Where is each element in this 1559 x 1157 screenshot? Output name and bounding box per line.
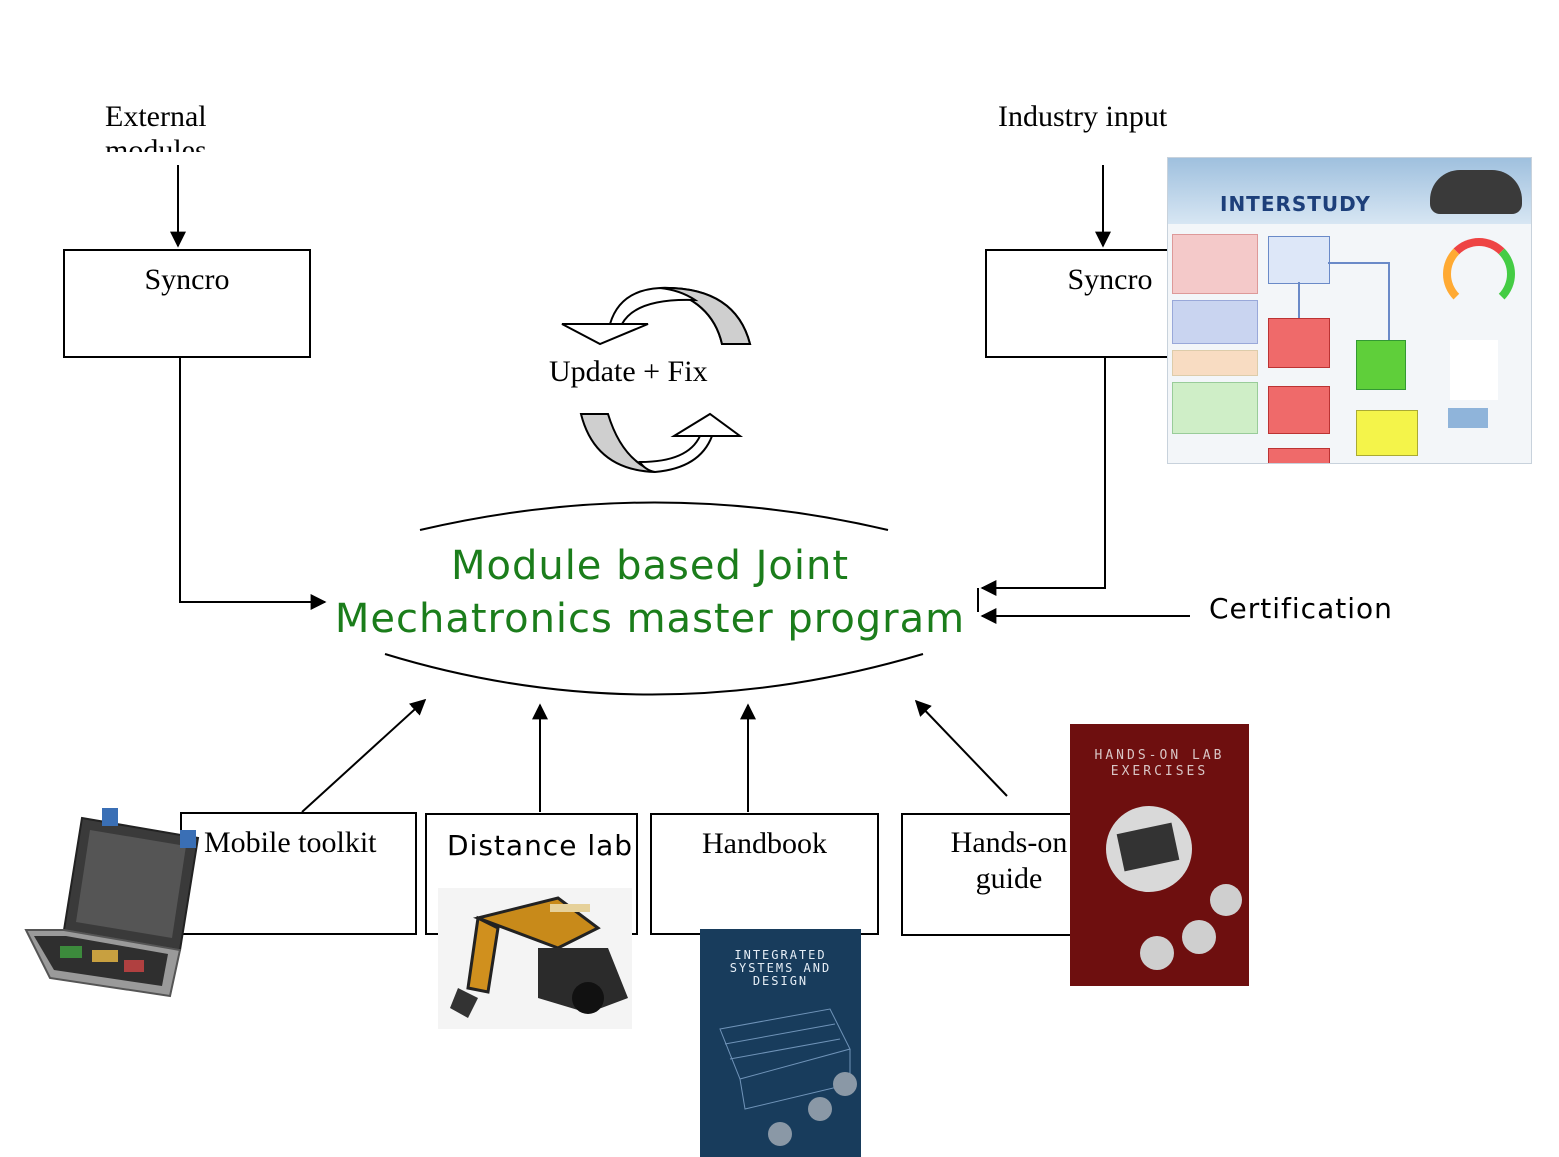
main-title-line-1: Module based Joint [450,543,850,589]
main-title-line-2: Mechatronics master program [334,596,966,642]
screenshot-banner: INTERSTUDY [1168,158,1531,224]
external-modules-label: External modules [105,100,225,152]
syncro-box-left: Syncro [63,249,311,358]
arrow-guide-to-program [914,699,1008,797]
arrow-syncro-left-to-program [179,357,327,610]
update-fix-label: Update + Fix [549,355,708,388]
screenshot-banner-title: INTERSTUDY [1220,192,1371,216]
program-ellipse-bottom-arc [384,653,924,696]
handbook-label: Handbook [702,827,827,860]
interstudy-screenshot-image: INTERSTUDY [1167,157,1532,464]
mobile-toolkit-box: Mobile toolkit [180,812,417,935]
external-modules-text: External modules [105,100,207,152]
curved-arrow-bottom-icon [579,412,744,474]
distance-lab-robot-image [438,888,632,1029]
industry-input-label: Industry input [998,100,1168,133]
mobile-toolkit-label: Mobile toolkit [204,826,377,859]
mobile-toolkit-image [20,800,208,998]
toolkit-case-icon [24,808,200,998]
main-program-title: Module based Joint Mechatronics master p… [330,540,970,646]
robot-arm-icon [450,896,628,1018]
syncro-left-label: Syncro [144,263,230,296]
curved-arrow-top-icon [561,286,752,346]
handbook-wireframe-icon [719,1008,857,1146]
syncro-right-label: Syncro [1067,263,1153,296]
program-ellipse-top-arc [419,501,889,531]
certification-label: Certification [1209,592,1393,625]
handbook-cover-title: INTEGRATED SYSTEMS AND DESIGN [729,948,832,988]
handbook-cover-image: INTEGRATED SYSTEMS AND DESIGN [700,929,861,1157]
lab-exercises-cover-image: HANDS-ON LAB EXERCISES [1070,724,1249,986]
arrow-toolkit-to-program [301,698,427,813]
lab-cover-title: HANDS-ON LAB EXERCISES [1094,748,1225,779]
hands-on-guide-label: Hands-on guide [950,826,1068,895]
distance-lab-label: Distance lab [447,829,634,862]
handbook-box: Handbook [650,813,879,935]
arrow-syncro-right-to-program [980,357,1106,596]
